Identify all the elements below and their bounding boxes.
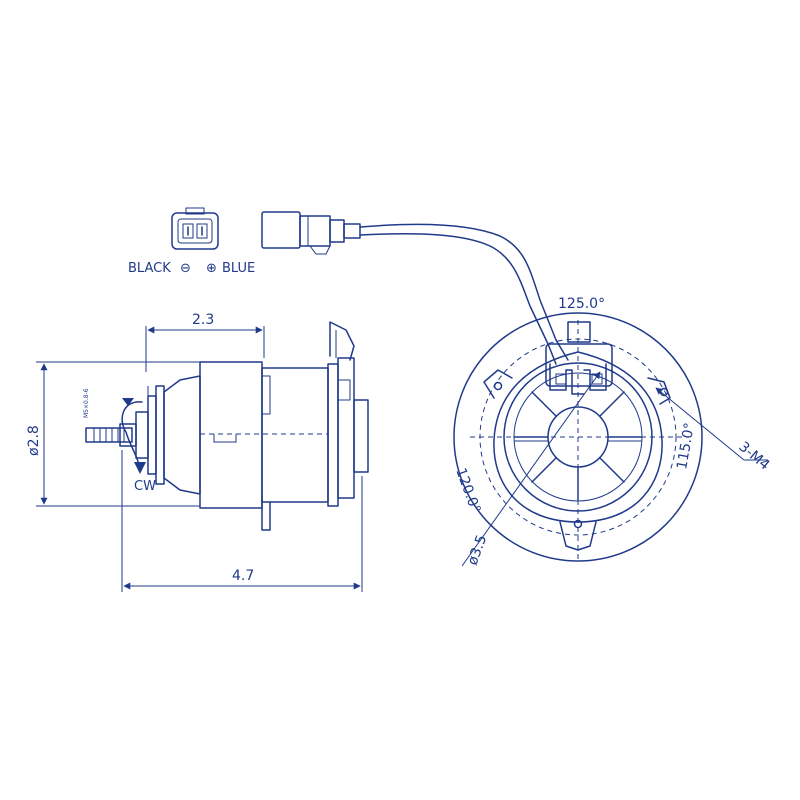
connector-face-icon bbox=[171, 207, 219, 250]
connector-plug-icon bbox=[261, 211, 361, 255]
screw-callout-value: 3-M4 bbox=[735, 439, 772, 474]
blue-wire-label: BLUE bbox=[222, 261, 255, 276]
angle-left-value: 120.0° bbox=[452, 466, 483, 516]
black-wire-label: BLACK bbox=[128, 261, 171, 276]
plus-terminal-icon: ⊕ bbox=[206, 261, 217, 276]
motor-side-view bbox=[85, 321, 369, 531]
front-view-dimension-lines bbox=[461, 371, 768, 567]
rotation-label: CW bbox=[134, 479, 156, 494]
width-top-value: 2.3 bbox=[192, 312, 214, 328]
diameter-left-value: ø2.8 bbox=[26, 425, 42, 456]
angle-right-value: 115.0° bbox=[674, 422, 698, 471]
dimension-diameter-left bbox=[36, 361, 200, 507]
connector-legend: BLACK ⊖ ⊕ BLUE bbox=[128, 261, 255, 276]
wire-harness bbox=[359, 223, 569, 365]
angle-top-value: 125.0° bbox=[558, 296, 605, 312]
thread-spec-label: M5×0.8-6 bbox=[83, 388, 90, 418]
width-total-value: 4.7 bbox=[232, 568, 254, 584]
dimension-width-total bbox=[121, 450, 363, 592]
motor-front-view bbox=[453, 312, 703, 562]
dimension-width-top bbox=[145, 326, 265, 372]
minus-terminal-icon: ⊖ bbox=[180, 261, 191, 276]
bolt-diameter-value: ø3.5 bbox=[465, 533, 491, 567]
